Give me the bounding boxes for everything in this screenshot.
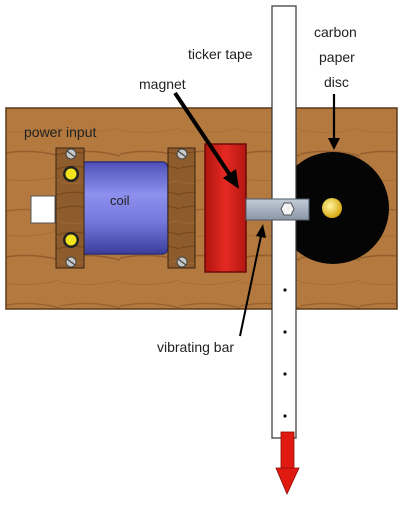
screw-icon: [65, 148, 77, 160]
screw-icon: [65, 256, 77, 268]
power-terminal-icon: [65, 234, 77, 246]
carbon-label-line1: carbon: [314, 24, 357, 40]
vibrating-bar-pointer-arrow: [239, 224, 266, 337]
carbon-label-line3: disc: [324, 74, 349, 90]
coil-shaft: [30, 195, 56, 224]
carbon-label-line2: paper: [319, 49, 355, 65]
magnet: [204, 143, 247, 273]
left-bracket: [55, 147, 85, 269]
power-terminal-icon: [65, 168, 77, 180]
bar-nut-icon: [280, 202, 295, 216]
vibrating-bar: [245, 198, 310, 221]
tape-direction-arrow-icon: [275, 431, 300, 495]
power-input-label: power input: [24, 124, 96, 140]
vibrating-bar-label: vibrating bar: [157, 339, 234, 355]
disc-center-icon: [322, 198, 342, 218]
coil: [75, 161, 169, 255]
coil-label: coil: [110, 193, 130, 208]
magnet-pointer-arrow: [173, 91, 239, 189]
tape-dot: [283, 372, 287, 376]
screw-icon: [176, 148, 188, 160]
tape-dots: [283, 288, 287, 418]
ticker-tape-label: ticker tape: [188, 46, 253, 62]
ticker-tape: [271, 5, 297, 439]
disc-pointer-arrow: [328, 94, 340, 150]
right-bracket: [167, 147, 196, 269]
screw-icon: [176, 256, 188, 268]
tape-dot: [283, 330, 287, 334]
tape-dot: [283, 288, 287, 292]
magnet-label: magnet: [139, 76, 186, 92]
tape-dot: [283, 414, 287, 418]
